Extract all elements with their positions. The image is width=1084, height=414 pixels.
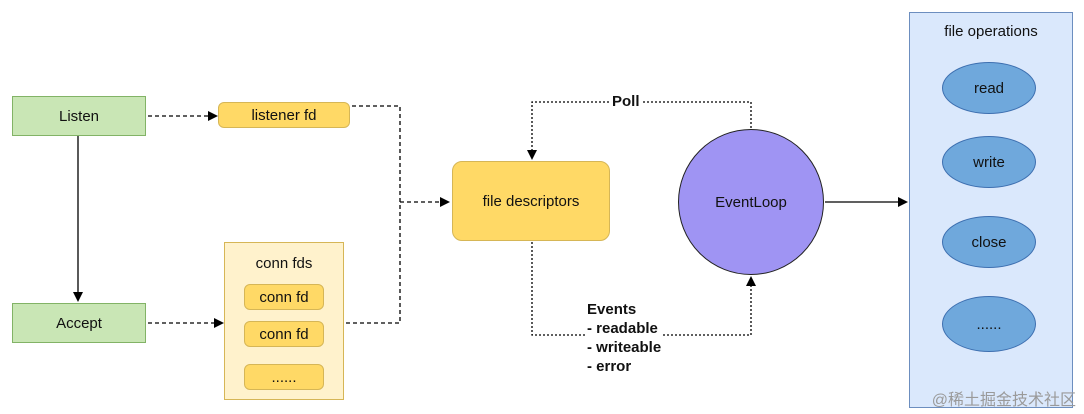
events-title: Events — [587, 301, 637, 318]
op-read: read — [942, 62, 1036, 114]
edge-events — [531, 242, 756, 336]
accept-label: Accept — [56, 314, 102, 332]
op-close-label: close — [971, 233, 1007, 251]
op-more: ...... — [942, 296, 1036, 352]
listen-node: Listen — [12, 96, 146, 136]
edge-listener-fd-to-merge — [352, 105, 401, 202]
conn-fd-more-label: ...... — [271, 368, 297, 386]
conn-fds-title: conn fds — [255, 255, 313, 272]
listen-label: Listen — [58, 107, 100, 125]
events-item-error: - error — [587, 358, 632, 375]
edge-conn-fds-to-merge — [346, 202, 401, 324]
poll-label: Poll — [610, 93, 642, 110]
file-descriptors-label: file descriptors — [482, 192, 580, 210]
listener-fd-node: listener fd — [218, 102, 350, 128]
op-write-label: write — [973, 153, 1005, 171]
listener-fd-label: listener fd — [251, 106, 317, 124]
conn-fd-node-1: conn fd — [244, 284, 324, 310]
edge-poll — [527, 101, 752, 160]
op-close: close — [942, 216, 1036, 268]
eventloop-label: EventLoop — [715, 193, 787, 211]
conn-fd-node-more: ...... — [244, 364, 324, 390]
conn-fd-label: conn fd — [259, 288, 309, 306]
file-descriptors-node: file descriptors — [452, 161, 610, 241]
op-read-label: read — [973, 79, 1005, 97]
conn-fd-label: conn fd — [259, 325, 309, 343]
file-operations-title: file operations — [944, 23, 1038, 40]
conn-fd-node-2: conn fd — [244, 321, 324, 347]
watermark: @稀土掘金技术社区 — [931, 392, 1076, 409]
events-item-writeable: - writeable — [587, 339, 662, 356]
events-item-readable: - readable — [587, 320, 658, 337]
op-write: write — [942, 136, 1036, 188]
op-more-label: ...... — [976, 315, 1002, 333]
accept-node: Accept — [12, 303, 146, 343]
eventloop-node: EventLoop — [678, 129, 824, 275]
events-label-group: Events - readable - writeable - error — [587, 300, 662, 376]
